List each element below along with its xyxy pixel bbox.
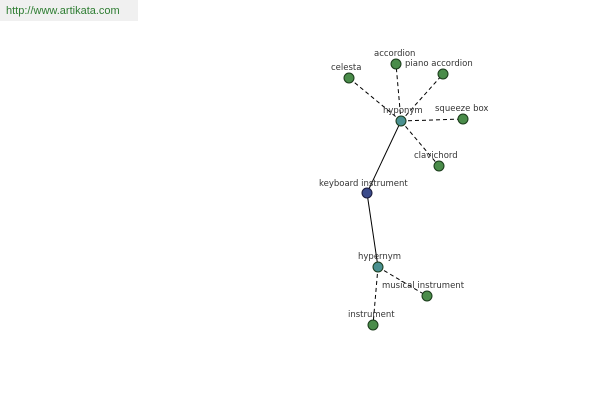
- label-clavichord: clavichord: [414, 151, 458, 161]
- node-clavichord[interactable]: [433, 160, 445, 172]
- node-accordion[interactable]: [390, 58, 402, 70]
- edge-hypernym-musical-instrument: [377, 266, 428, 297]
- label-celesta: celesta: [331, 63, 361, 73]
- node-keyboard-instrument[interactable]: [361, 187, 373, 199]
- edge-hyponym-celesta: [348, 77, 402, 122]
- label-hyponym: hyponym: [383, 106, 423, 116]
- edge-center-hypernym: [366, 192, 379, 268]
- edge-hyponym-piano-accordion: [400, 73, 444, 122]
- node-celesta[interactable]: [343, 72, 355, 84]
- node-hypernym[interactable]: [372, 261, 384, 273]
- edge-hyponym-clavichord: [400, 120, 440, 167]
- label-instrument: instrument: [348, 310, 395, 320]
- node-squeeze-box[interactable]: [457, 113, 469, 125]
- url-bar: http://www.artikata.com: [0, 0, 138, 21]
- node-piano-accordion[interactable]: [437, 68, 449, 80]
- node-instrument[interactable]: [367, 319, 379, 331]
- node-musical-instrument[interactable]: [421, 290, 433, 302]
- label-squeeze-box: squeeze box: [435, 104, 488, 114]
- edge-center-hyponym: [366, 120, 402, 194]
- edge-hyponym-accordion: [395, 63, 402, 122]
- label-musical-instrument: musical instrument: [382, 281, 465, 291]
- label-hypernym: hypernym: [358, 252, 401, 262]
- label-keyboard-instrument: keyboard instrument: [319, 179, 408, 189]
- node-hyponym[interactable]: [395, 115, 407, 127]
- edge-hyponym-squeeze-box: [400, 118, 464, 122]
- site-url-link[interactable]: http://www.artikata.com: [6, 5, 120, 17]
- label-piano-accordion: piano accordion: [405, 59, 473, 69]
- label-accordion: accordion: [374, 49, 415, 59]
- edge-hypernym-instrument: [372, 266, 379, 326]
